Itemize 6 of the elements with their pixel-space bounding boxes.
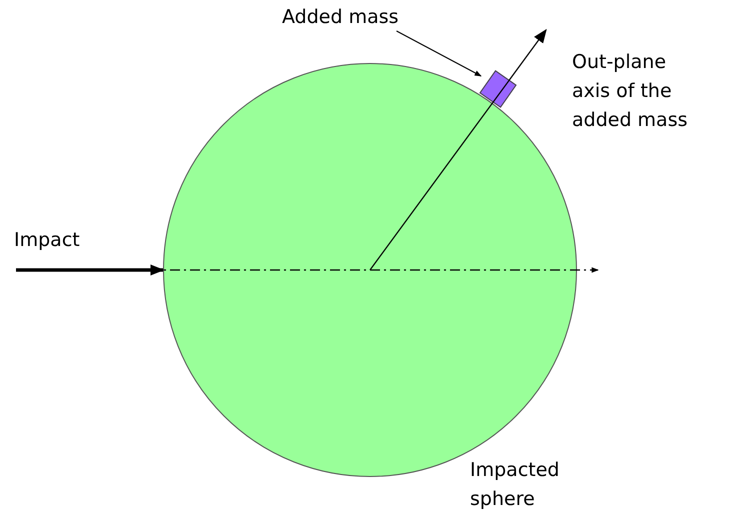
- edge-label: Impact: [14, 228, 80, 253]
- arrow: [16, 264, 164, 276]
- axis-label: Out-plane axis of the added mass: [572, 50, 689, 133]
- leader-line: [396, 30, 482, 76]
- added-mass-label: Added mass: [282, 3, 399, 32]
- sphere-caption: Impacted sphere: [470, 458, 560, 512]
